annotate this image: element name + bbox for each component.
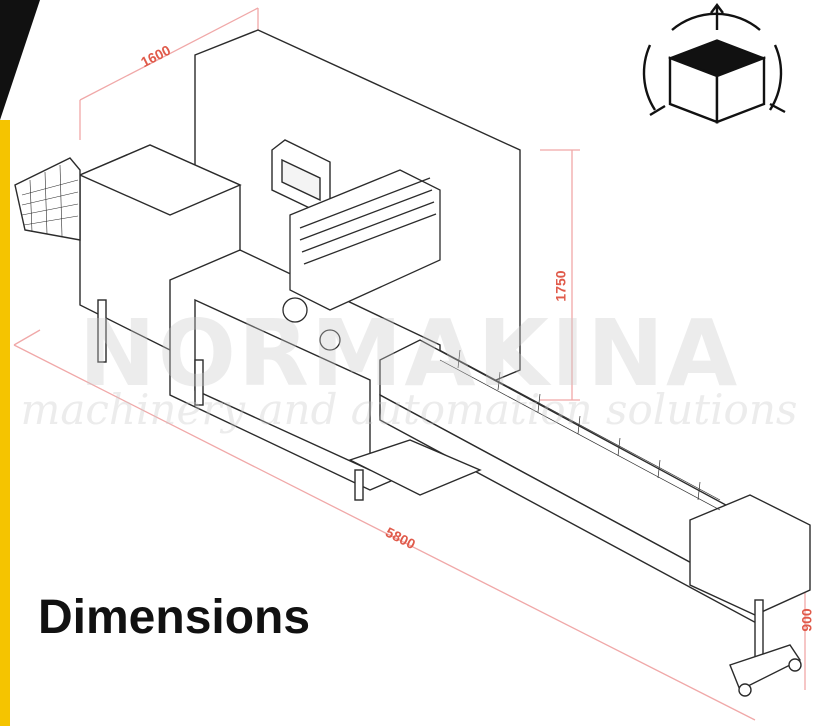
dimension-height-label: 1750 <box>552 270 569 302</box>
conveyor-teeth <box>439 349 721 511</box>
roller-assembly <box>282 169 441 351</box>
dimension-working-height-label: 900 <box>798 608 815 632</box>
accent-bar <box>0 120 10 726</box>
tagline-watermark: machinery and automation solutions <box>20 385 798 434</box>
machine-legs <box>97 299 802 697</box>
cube-rotate-icon <box>642 2 786 124</box>
page-title: Dimensions <box>38 591 311 644</box>
corner-triangle <box>0 0 40 120</box>
brand-watermark: NORMAKINA <box>78 300 740 407</box>
machine-outline <box>14 29 811 627</box>
roller-grid <box>21 164 79 237</box>
control-panel <box>271 139 331 213</box>
